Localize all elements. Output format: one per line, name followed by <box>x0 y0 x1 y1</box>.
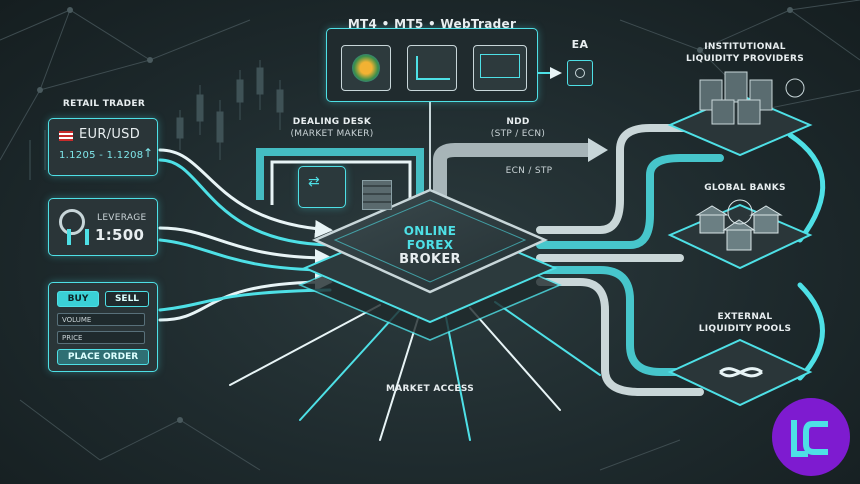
quote-panel: EUR/USD 1.1205 - 1.1208 ↑ <box>48 118 158 176</box>
firewall-icon <box>362 180 392 210</box>
external-label: EXTERNAL <box>717 312 773 322</box>
broker-line2: FOREX <box>406 238 454 252</box>
ea-label: EA <box>571 38 589 51</box>
platforms-title: MT4 • MT5 • WebTrader <box>347 17 517 31</box>
broker-chip <box>298 188 562 341</box>
ea-chip-icon <box>567 60 593 86</box>
leverage-label: LEVERAGE <box>97 213 147 223</box>
external-label-2: LIQUIDITY POOLS <box>698 324 792 334</box>
market-access-label: MARKET ACCESS <box>385 384 475 394</box>
ndd-sublabel: (STP / ECN) <box>490 129 546 139</box>
shuffle-icon <box>719 367 763 378</box>
us-flag-icon <box>59 131 73 141</box>
liquidity-flows <box>536 124 826 396</box>
input-flows <box>158 148 333 322</box>
bar-chart-icon <box>67 229 89 245</box>
brand-logo-mark <box>791 420 828 457</box>
place-order-button[interactable]: PLACE ORDER <box>57 349 149 365</box>
leverage-panel: LEVERAGE 1:500 <box>48 198 158 256</box>
ndd-label: NDD <box>506 117 530 127</box>
gear-chart-icon <box>59 209 85 235</box>
institutional-label-2: LIQUIDITY PROVIDERS <box>686 54 804 64</box>
global-banks-label: GLOBAL BANKS <box>704 183 786 193</box>
leverage-value: 1:500 <box>95 226 145 244</box>
bank-icons <box>695 199 783 251</box>
buy-button[interactable]: BUY <box>57 291 99 307</box>
retail-trader-label: RETAIL TRADER <box>62 99 146 109</box>
candlestick-background <box>29 60 284 180</box>
mt4-icon <box>341 45 391 91</box>
ecn-stp-label: ECN / STP <box>505 166 553 176</box>
broker-line1: ONLINE <box>403 224 457 238</box>
server-stack-icon <box>699 71 805 125</box>
dealing-desk-switch-icon: ⇄ <box>298 166 346 208</box>
platforms-box: MT4 • MT5 • WebTrader <box>326 17 538 102</box>
chart-window-icon <box>407 45 457 91</box>
currency-pair: EUR/USD <box>79 127 141 142</box>
dealing-desk-sublabel: (MARKET MAKER) <box>290 129 374 139</box>
broker-line3: BROKER <box>399 252 461 267</box>
quote-value: 1.1205 - 1.1208 <box>59 150 144 161</box>
web-window-icon <box>473 45 527 91</box>
price-field[interactable]: PRICE <box>57 331 145 344</box>
brand-logo <box>772 398 850 476</box>
volume-field[interactable]: VOLUME <box>57 313 145 326</box>
sell-button[interactable]: SELL <box>105 291 149 307</box>
arrow-up-icon: ↑ <box>143 146 154 160</box>
dealing-desk-label: DEALING DESK <box>292 117 372 127</box>
institutional-label: INSTITUTIONAL <box>704 42 786 52</box>
order-panel: BUY SELL VOLUME PRICE PLACE ORDER <box>48 282 158 372</box>
